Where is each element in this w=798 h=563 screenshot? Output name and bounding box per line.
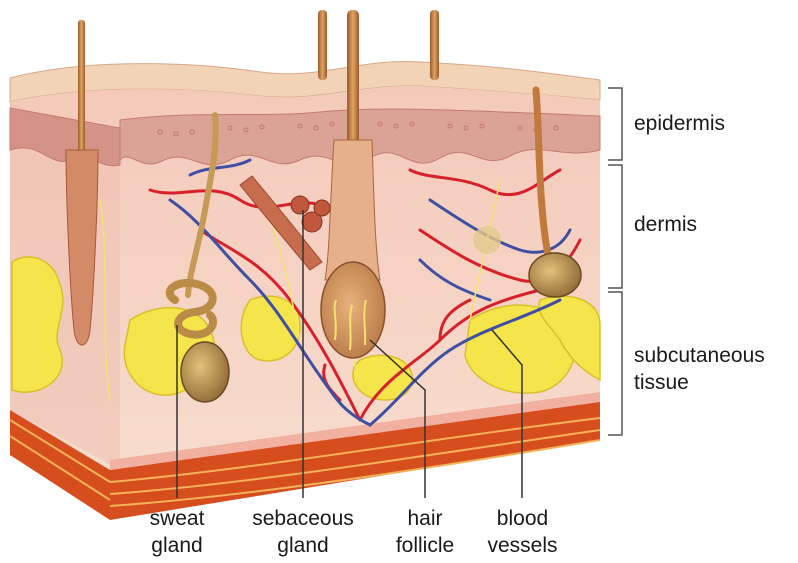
sweat-gland-body (181, 342, 229, 402)
layer-brackets (608, 88, 622, 435)
skin-block (10, 62, 600, 520)
label-epidermis-text: epidermis (634, 110, 725, 137)
sebaceous-gland-right (529, 253, 581, 297)
label-sweat-gland: sweat gland (137, 505, 217, 559)
pacinian-corpuscle (473, 226, 501, 254)
label-sweat-gland-line2: gland (137, 532, 217, 559)
label-hair-follicle: hair follicle (380, 505, 470, 559)
subcutaneous-bracket (608, 292, 622, 435)
label-dermis-text: dermis (634, 211, 697, 238)
label-hair-follicle-line1: hair (380, 505, 470, 532)
label-subcutaneous-line2: tissue (634, 369, 765, 396)
label-blood-vessels-line2: vessels (475, 532, 570, 559)
hair-bulb (321, 262, 385, 358)
label-subcutaneous-tissue: subcutaneous tissue (634, 342, 765, 396)
label-subcutaneous-line1: subcutaneous (634, 342, 765, 369)
label-hair-follicle-line2: follicle (380, 532, 470, 559)
hair-follicle-sheath (325, 140, 380, 280)
label-sebaceous-gland-line1: sebaceous (238, 505, 368, 532)
label-epidermis: epidermis (634, 110, 725, 137)
hair-shaft (318, 10, 327, 80)
label-blood-vessels-line1: blood (475, 505, 570, 532)
label-sebaceous-gland-line2: gland (238, 532, 368, 559)
label-sebaceous-gland: sebaceous gland (238, 505, 368, 559)
hair-shaft (430, 10, 439, 80)
label-sweat-gland-line1: sweat (137, 505, 217, 532)
dermis-bracket (608, 165, 622, 288)
label-dermis: dermis (634, 211, 697, 238)
label-blood-vessels: blood vessels (475, 505, 570, 559)
epidermis-bracket (608, 88, 622, 160)
